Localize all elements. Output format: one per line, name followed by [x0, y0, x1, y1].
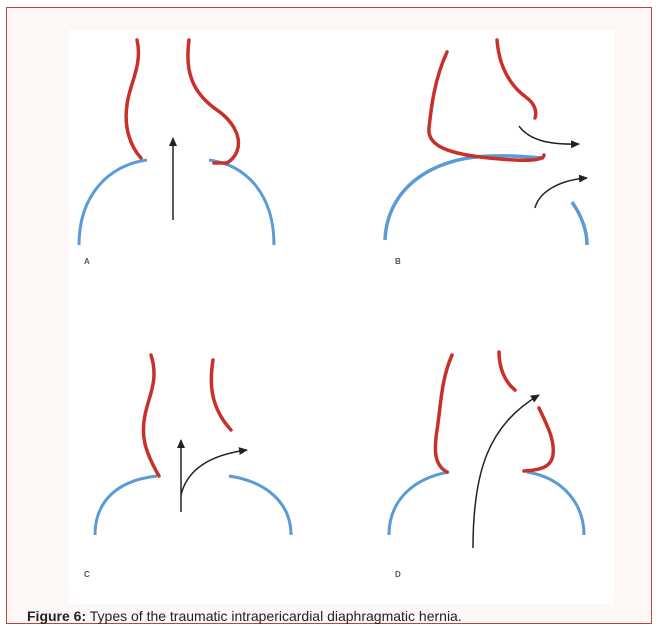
diaphragm-c-left	[95, 476, 157, 535]
panel-label-c: C	[84, 570, 90, 579]
diaphragm-b	[385, 156, 544, 240]
panel-c	[95, 355, 291, 535]
diaphragm-c-right	[229, 476, 291, 535]
caption-text: Types of the traumatic intrapericardial …	[86, 608, 462, 624]
panel-b	[385, 40, 587, 245]
diaphragm-d-right	[527, 472, 584, 535]
diaphragm-d-left	[389, 472, 449, 535]
arrow-b-1	[519, 126, 579, 144]
panel-label-b: B	[395, 257, 401, 266]
figure-image: A B C D	[69, 30, 614, 604]
figure-caption: Figure 6: Types of the traumatic intrape…	[27, 608, 462, 624]
pericardium-right	[188, 40, 239, 163]
diaphragm-left	[79, 160, 147, 245]
panel-label-d: D	[395, 570, 401, 579]
pericardium-left	[126, 40, 141, 158]
pericardium-d-right-top	[499, 352, 515, 390]
hernia-diagram	[69, 30, 614, 604]
panel-a	[79, 40, 274, 245]
diaphragm-b-right	[572, 202, 587, 245]
diaphragm-right	[209, 160, 274, 245]
panel-label-a: A	[84, 257, 90, 266]
pericardium-d-right-bottom	[524, 408, 553, 471]
pericardium-b-right	[497, 40, 536, 118]
pericardium-c-right	[211, 360, 231, 430]
caption-prefix: Figure 6:	[27, 608, 86, 624]
pericardium-b-left	[429, 52, 544, 160]
panel-d	[389, 352, 584, 548]
arrow-b-2	[535, 178, 587, 208]
pericardium-d-left	[435, 355, 452, 472]
pericardium-c-left	[143, 355, 159, 476]
figure-frame: A B C D Figure 6: Types of the traumatic…	[6, 7, 652, 624]
arrow-c-curve	[181, 450, 247, 495]
